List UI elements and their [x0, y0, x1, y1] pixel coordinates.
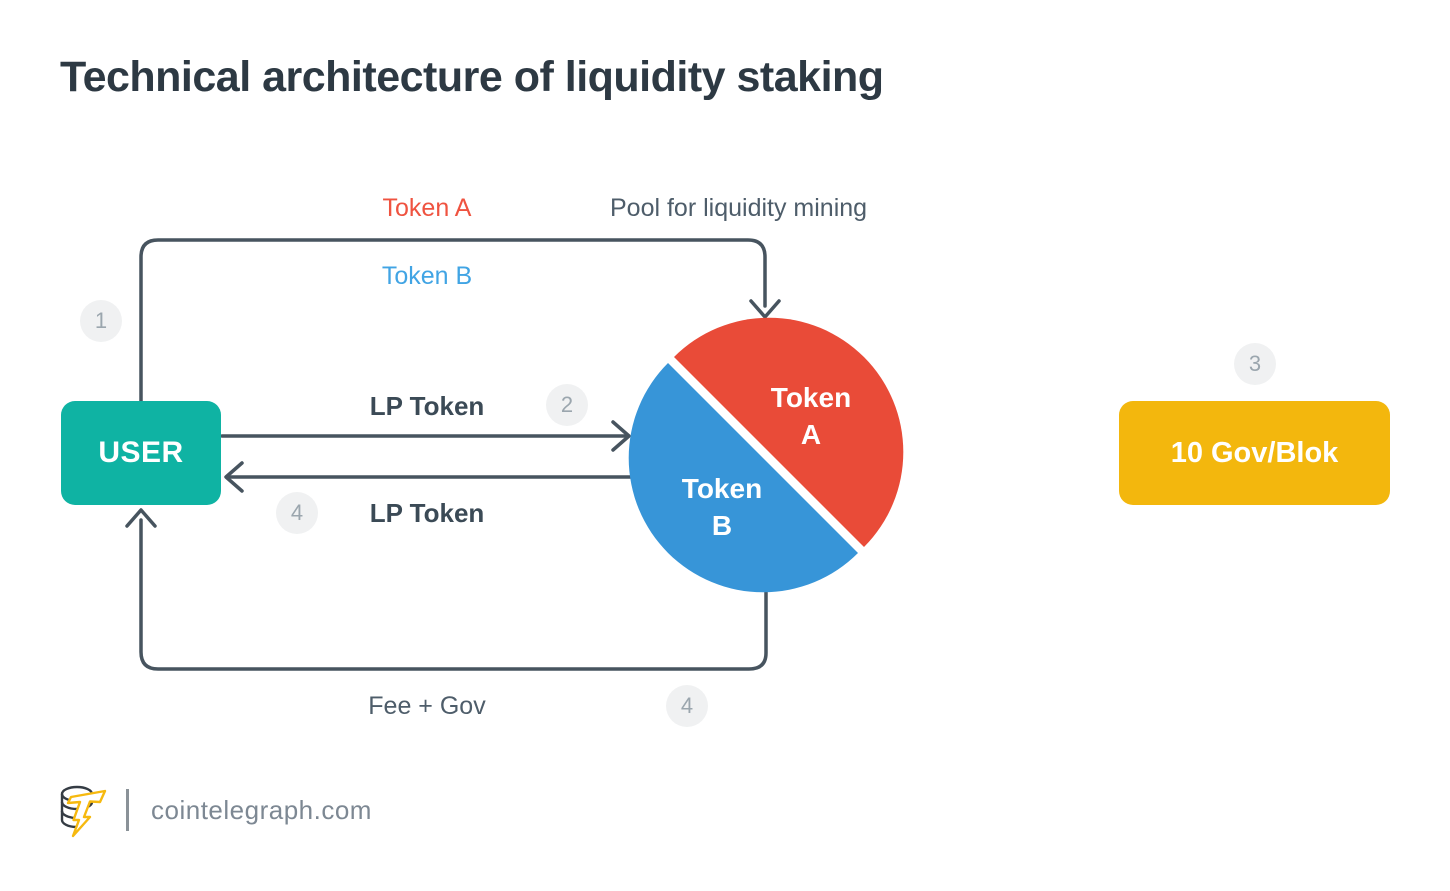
footer-divider: [126, 789, 129, 831]
step-badge-1: 1: [80, 300, 122, 342]
reward-node-label: 10 Gov/Blok: [1170, 436, 1339, 469]
pool-title-label: Pool for liquidity mining: [610, 194, 868, 222]
pool-token-a-label: Token A: [770, 382, 852, 450]
token-a-edge-label: Token A: [382, 194, 472, 222]
page-title: Technical architecture of liquidity stak…: [60, 53, 884, 101]
lp-token-in-arrowhead-icon: [224, 461, 244, 493]
pool-token-b-label: Token B: [681, 473, 763, 541]
footer: cointelegraph.com: [56, 782, 372, 838]
token-b-edge-label: Token B: [381, 262, 473, 290]
lp-token-in-label: LP Token: [369, 498, 485, 528]
reward-node: 10 Gov/Blok: [1119, 401, 1390, 505]
user-node: USER: [61, 401, 221, 505]
step-badge-4-bottom: 4: [666, 685, 708, 727]
cointelegraph-logo-icon: [60, 785, 107, 838]
step-badge-4-left: 4: [276, 492, 318, 534]
step-badge-3: 3: [1234, 343, 1276, 385]
deposit-arrowhead-icon: [749, 299, 781, 319]
lightning-bolt-icon: [66, 789, 107, 838]
user-node-label: USER: [98, 436, 184, 469]
fee-gov-edge-label: Fee + Gov: [368, 692, 486, 720]
step-badge-2: 2: [546, 384, 588, 426]
fee-gov-arrowhead-icon: [125, 508, 157, 528]
lp-token-out-label: LP Token: [369, 391, 485, 421]
lp-token-out-arrowhead-icon: [611, 420, 631, 452]
site-url-label: cointelegraph.com: [151, 794, 372, 825]
